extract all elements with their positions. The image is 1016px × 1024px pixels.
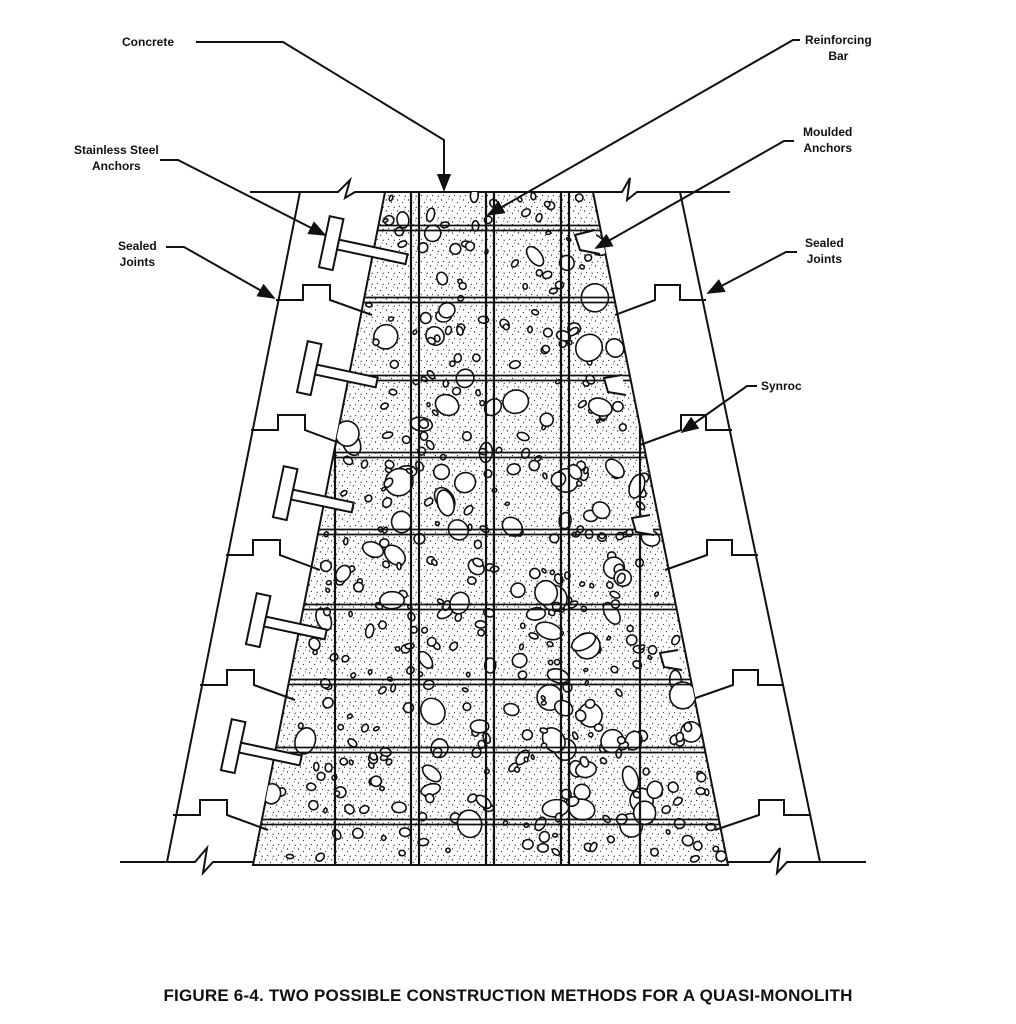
concrete-leader [196, 41, 452, 192]
concrete-core [251, 191, 730, 866]
synroc-leader [680, 385, 757, 434]
label-synroc: Synroc [761, 379, 802, 393]
stainless-steel-anchors [219, 215, 409, 775]
sealed-joints-right-leader [706, 251, 797, 294]
leader-lines [160, 39, 800, 434]
sealed-joints-right [614, 284, 810, 831]
moulded-anchors [573, 229, 683, 671]
label-concrete: Concrete [122, 35, 175, 49]
sealed-joints-left-leader [166, 246, 276, 299]
stainless-anchors-leader [160, 159, 327, 236]
synroc-wall-left [120, 176, 385, 877]
figure-caption: FIGURE 6-4. TWO POSSIBLE CONSTRUCTION ME… [163, 986, 853, 1005]
reinforcing-bar-leader [486, 39, 800, 216]
sealed-joints-left [173, 284, 373, 831]
synroc-wall-right [593, 177, 866, 876]
moulded-anchors-leader [594, 140, 794, 249]
